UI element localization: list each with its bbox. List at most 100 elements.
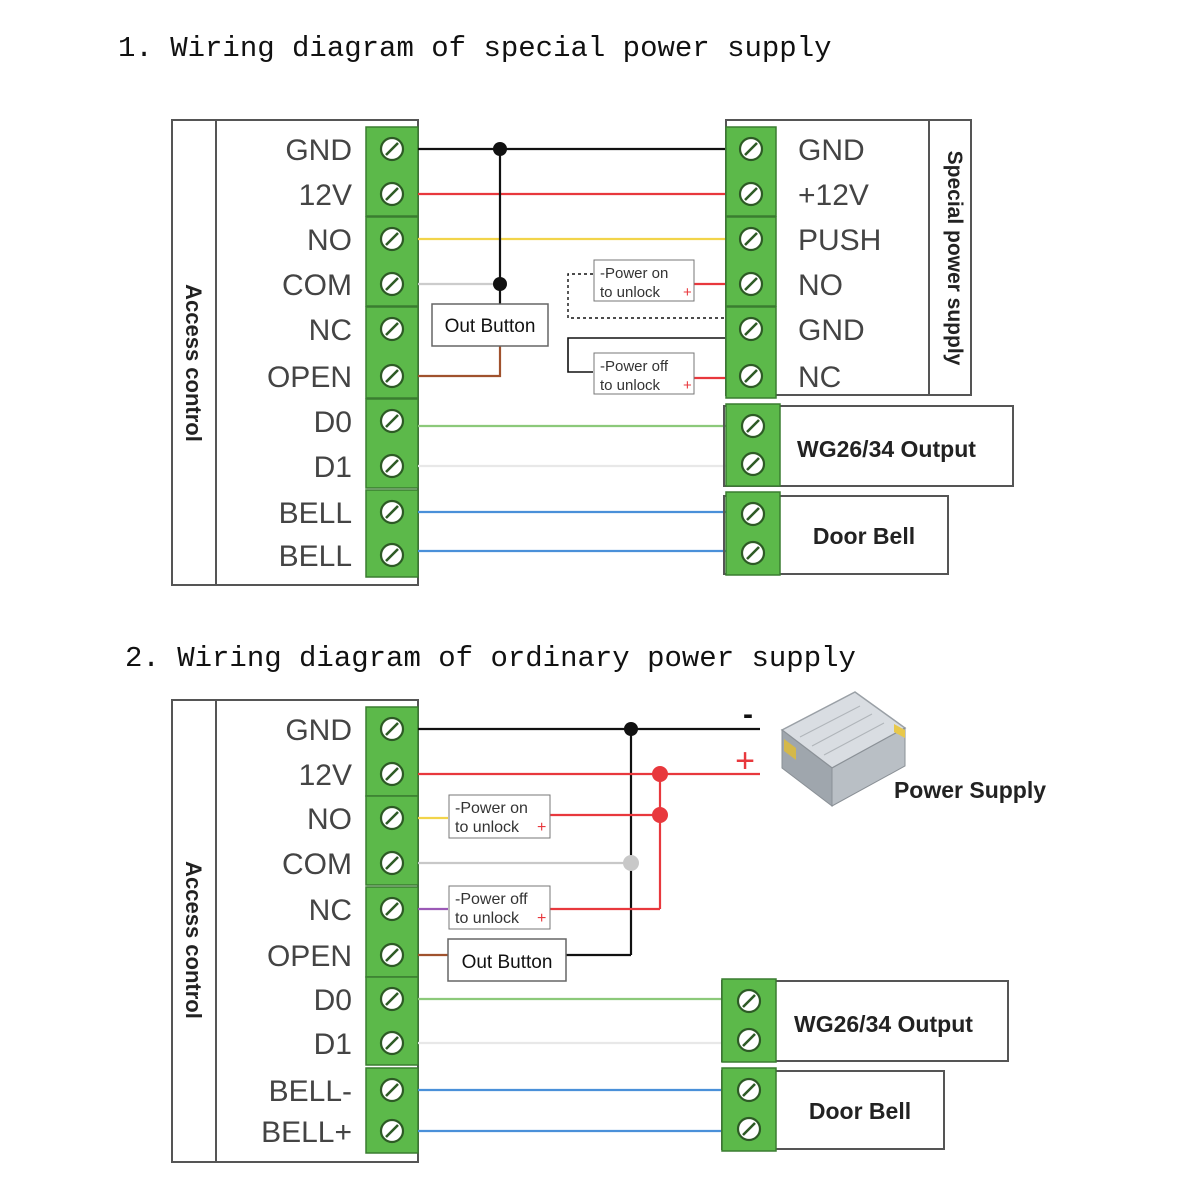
s1-wire-open: [418, 345, 502, 378]
s1-controller-screw-5-slot: [385, 369, 399, 383]
section1-terminal-blocks: [365, 126, 419, 578]
s1-supply-screw-4-slot: [744, 322, 758, 336]
s2-controller-screw-7-slot: [385, 1036, 399, 1050]
s1-wiegand-screw-0-slot: [746, 419, 760, 433]
s1-junction-gnd: [493, 142, 507, 156]
s2-doorbell-screw-0-slot: [742, 1083, 756, 1097]
s2-junction-12v: [652, 766, 668, 782]
section1-power-on-box: [593, 259, 695, 302]
s2-terminal-label-5: OPEN: [267, 940, 352, 973]
s2-controller-screw-5-slot: [385, 948, 399, 962]
section2-plus-sign: +: [735, 742, 755, 780]
s2-terminal-label-6: D0: [314, 984, 352, 1017]
section1-wires: [418, 147, 726, 553]
section1-out-button-label: Out Button: [445, 316, 536, 337]
section2-wires: [418, 727, 760, 1133]
section1-supply-label: Special power supply: [943, 151, 966, 366]
s2-controller-screw-4-slot: [385, 902, 399, 916]
s1-supply-screw-5-slot: [744, 369, 758, 383]
section1-power-off-line2: to unlock: [600, 377, 661, 394]
s1-wire-power-off: [567, 337, 726, 373]
s1-terminal-label-8: BELL: [279, 497, 352, 530]
s1-controller-screw-9-slot: [385, 548, 399, 562]
section2-terminal-blocks: [365, 706, 419, 1154]
s2-terminal-label-9: BELL+: [261, 1116, 352, 1149]
section1-wiegand-terminals: [725, 403, 781, 487]
s1-controller-screw-8-slot: [385, 505, 399, 519]
section2-power-on-plus: +: [537, 819, 546, 836]
section1-power-on-line1: -Power on: [600, 265, 668, 282]
section2-out-button-box: [447, 938, 567, 982]
s2-controller-screw-8-slot: [385, 1083, 399, 1097]
section1-power-on-plus: +: [683, 284, 692, 301]
power-supply-unit-picture: [780, 691, 907, 808]
section2-power-on-line1: -Power on: [455, 800, 528, 817]
section1-power-on-line2: to unlock: [600, 284, 661, 301]
section2-out-button-label: Out Button: [462, 952, 553, 973]
section2-title: 2. Wiring diagram of ordinary power supp…: [125, 642, 856, 675]
s2-junction-com: [623, 855, 639, 871]
s1-supply-terminal-label-5: NC: [798, 361, 841, 394]
s2-junction-power-on: [652, 807, 668, 823]
s1-supply-terminal-label-1: +12V: [798, 179, 869, 212]
s1-terminal-label-3: COM: [282, 269, 352, 302]
s1-supply-terminal-label-4: GND: [798, 314, 865, 347]
s1-controller-screw-0-slot: [385, 142, 399, 156]
s1-controller-screw-2-slot: [385, 232, 399, 246]
s1-controller-screw-1-slot: [385, 187, 399, 201]
section1-controller-label: Access control: [181, 284, 206, 442]
s2-controller-screw-3-slot: [385, 856, 399, 870]
section2-wiegand-terminals: [721, 978, 777, 1063]
section1-wiegand-frame: [723, 405, 1014, 487]
section1-wiegand-label: WG26/34 Output: [797, 436, 976, 462]
section1-power-off-line1: -Power off: [600, 358, 669, 375]
s1-supply-terminal-label-0: GND: [798, 134, 865, 167]
s1-controller-screw-6-slot: [385, 414, 399, 428]
section1-doorbell-terminals: [725, 491, 781, 576]
s2-terminal-label-3: COM: [282, 848, 352, 881]
section2-wiegand-label: WG26/34 Output: [794, 1011, 973, 1037]
section2-power-on-line2: to unlock: [455, 819, 520, 836]
s2-junction-gnd: [624, 722, 638, 736]
s1-supply-screw-0-slot: [744, 142, 758, 156]
s2-terminal-label-1: 12V: [299, 759, 352, 792]
s1-terminal-label-7: D1: [314, 451, 352, 484]
s1-controller-screw-7-slot: [385, 459, 399, 473]
section1-power-off-plus: +: [683, 377, 692, 394]
s1-terminal-label-2: NO: [307, 224, 352, 257]
s2-controller-screw-6-slot: [385, 992, 399, 1006]
section1-supply-terminals: [725, 126, 777, 399]
s1-junction-com: [493, 277, 507, 291]
s2-terminal-label-0: GND: [285, 714, 352, 747]
s2-wiegand-screw-1-slot: [742, 1033, 756, 1047]
section1-power-off-box: [593, 352, 695, 395]
s1-terminal-label-4: NC: [309, 314, 352, 347]
s1-supply-screw-2-slot: [744, 232, 758, 246]
section2-power-off-box: [448, 885, 551, 930]
section1-doorbell-frame: [723, 495, 949, 575]
s2-controller-screw-2-slot: [385, 811, 399, 825]
s1-terminal-label-1: 12V: [299, 179, 352, 212]
s1-terminal-label-0: GND: [285, 134, 352, 167]
section2-doorbell-label: Door Bell: [809, 1098, 911, 1124]
s2-doorbell-screw-1-slot: [742, 1122, 756, 1136]
section2-power-off-line1: -Power off: [455, 891, 528, 908]
s1-terminal-label-9: BELL: [279, 540, 352, 573]
s2-controller-screw-1-slot: [385, 767, 399, 781]
s2-controller-screw-0-slot: [385, 722, 399, 736]
s1-wire-power-on-dashed: [567, 273, 726, 319]
s2-terminal-label-4: NC: [309, 894, 352, 927]
s1-wiegand-screw-1-slot: [746, 457, 760, 471]
s1-doorbell-screw-0-slot: [746, 507, 760, 521]
s2-controller-screw-9-slot: [385, 1124, 399, 1138]
s1-supply-terminal-label-2: PUSH: [798, 224, 881, 257]
section1-out-button-box: [431, 303, 549, 347]
s1-supply-screw-3-slot: [744, 277, 758, 291]
s2-wiegand-screw-0-slot: [742, 994, 756, 1008]
s1-controller-screw-3-slot: [385, 277, 399, 291]
s2-terminal-label-7: D1: [314, 1028, 352, 1061]
section1-title: 1. Wiring diagram of special power suppl…: [118, 32, 832, 65]
